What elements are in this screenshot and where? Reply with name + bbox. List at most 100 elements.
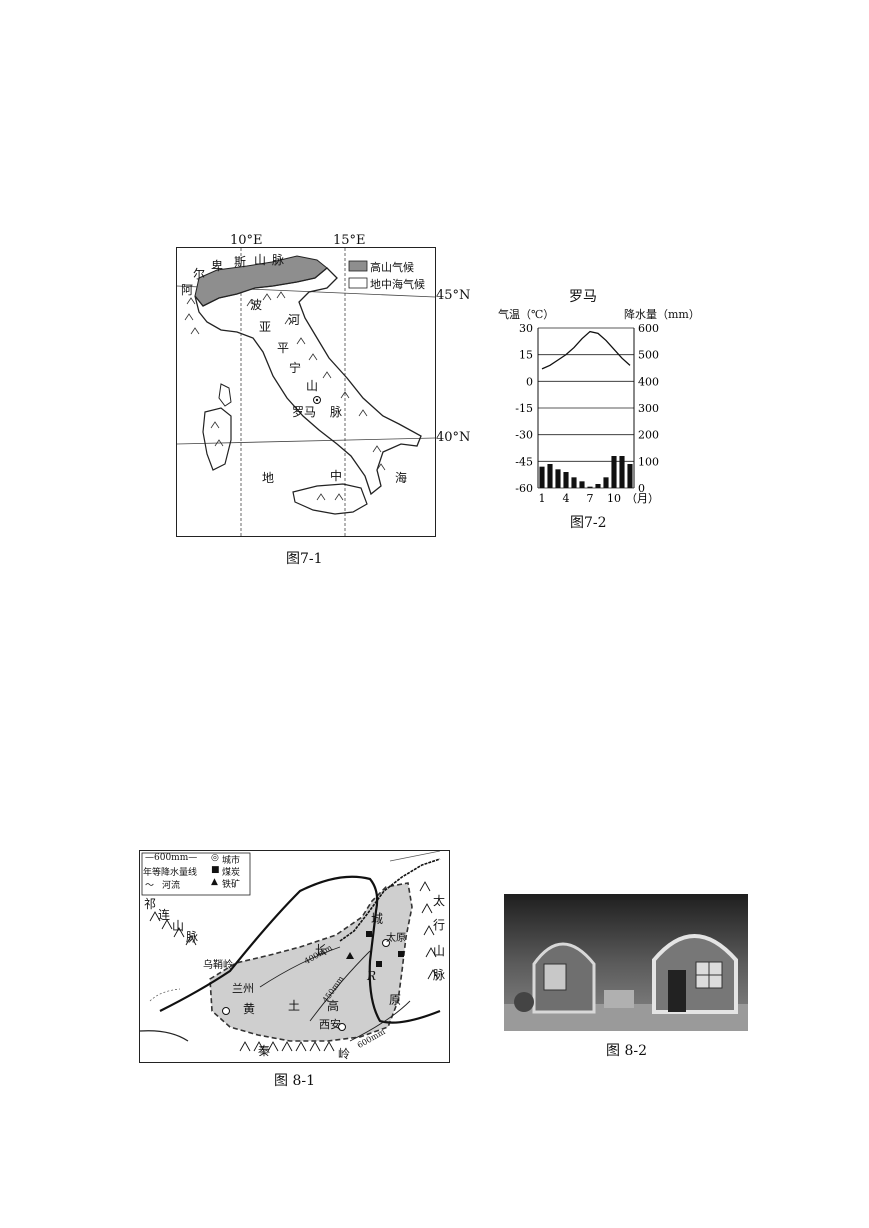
left-tick-label: -15 bbox=[515, 402, 533, 415]
corsica-outline bbox=[218, 383, 232, 407]
precip-bar bbox=[587, 486, 593, 488]
right-tick-label: 200 bbox=[638, 429, 659, 442]
mountain-marks bbox=[184, 291, 386, 501]
legend-river-symbol: 〜 bbox=[145, 881, 155, 891]
left-tick-label: 15 bbox=[519, 349, 533, 362]
month-tick-label: 10 bbox=[607, 492, 621, 505]
italy-map-graphic bbox=[176, 248, 436, 536]
month-tick-label: 7 bbox=[587, 492, 594, 505]
legend-isohyet-label: 年等降水量线 bbox=[143, 868, 198, 878]
label-po-1: 波 bbox=[250, 298, 263, 312]
left-tick-label: -45 bbox=[515, 455, 533, 468]
parallel-40n bbox=[176, 437, 436, 445]
right-axis-label: 降水量（mm） bbox=[624, 308, 700, 321]
climate-chart-title: 罗马 bbox=[569, 289, 597, 305]
label-alps-2: 尔 bbox=[193, 267, 206, 281]
isohyet-400 bbox=[259, 946, 341, 988]
label-alps-6: 脉 bbox=[272, 253, 285, 267]
fig7-1-caption: 图7-1 bbox=[286, 551, 323, 567]
label-po-2: 河 bbox=[288, 313, 301, 327]
city-lanzhou bbox=[222, 1007, 230, 1015]
label-river-r: R bbox=[367, 969, 377, 983]
precip-bar bbox=[619, 456, 625, 488]
isohyet-450 bbox=[309, 950, 371, 1022]
label-rome: 罗马 bbox=[292, 405, 317, 419]
italy-peninsula-outline bbox=[194, 267, 422, 496]
label-qilian-1: 祁 bbox=[144, 897, 157, 911]
label-loess-4: 原 bbox=[389, 993, 402, 1007]
label-med-2: 中 bbox=[330, 469, 343, 483]
legend-iron-symbol: ▲ bbox=[211, 877, 218, 887]
sicily-outline bbox=[292, 483, 368, 515]
legend-alpine-label: 高山气候 bbox=[370, 261, 414, 274]
label-apennines-5: 脉 bbox=[330, 405, 343, 419]
right-tick-label: 300 bbox=[638, 402, 659, 415]
left-axis-label: 气温（℃） bbox=[498, 308, 555, 321]
label-qilian-4: 脉 bbox=[186, 930, 199, 944]
legend-iron-label: 铁矿 bbox=[222, 880, 241, 890]
label-taihang-4: 脉 bbox=[433, 968, 446, 982]
fig8-1-map bbox=[139, 850, 450, 1063]
label-taiyuan: 太原 bbox=[386, 933, 406, 944]
label-apennines-4: 山 bbox=[306, 379, 319, 393]
iron-marker bbox=[346, 952, 354, 959]
yellow-river bbox=[159, 875, 441, 1024]
left-tick-label: 0 bbox=[526, 375, 533, 388]
label-alps-1: 阿 bbox=[181, 283, 194, 297]
precip-bar bbox=[547, 464, 553, 488]
precip-bar bbox=[539, 466, 545, 488]
isohyet-600 bbox=[349, 1000, 411, 1042]
precip-bar bbox=[579, 481, 585, 488]
month-tick-label: 4 bbox=[563, 492, 570, 505]
left-tick-label: 30 bbox=[519, 322, 533, 335]
label-lanzhou: 兰州 bbox=[232, 982, 254, 995]
precip-bar bbox=[563, 472, 569, 488]
coal-marker bbox=[398, 951, 404, 957]
label-loess-1: 黄 bbox=[243, 1002, 256, 1016]
coal-marker bbox=[376, 961, 382, 967]
month-unit-label: （月） bbox=[626, 492, 659, 505]
fig7-1-lat-label-45: 45°N bbox=[436, 288, 471, 303]
label-alps-3: 卑 bbox=[211, 259, 224, 273]
label-med-1: 地 bbox=[262, 471, 275, 485]
loess-map-graphic bbox=[140, 851, 441, 1052]
label-qilian-2: 连 bbox=[158, 908, 171, 922]
fig7-2-caption: 图7-2 bbox=[570, 515, 607, 531]
fig7-1-lon-label-15: 15°E bbox=[333, 233, 366, 248]
cave-dwelling-photo bbox=[504, 894, 748, 1031]
label-great-wall-2: 城 bbox=[371, 912, 384, 926]
label-qinling-1: 秦 bbox=[258, 1044, 271, 1058]
mountain-symbols bbox=[149, 881, 439, 1052]
label-qinling-2: 岭 bbox=[338, 1047, 351, 1061]
fig7-1-lat-label-40: 40°N bbox=[436, 430, 471, 445]
legend-isohyet-symbol: —600mm— bbox=[145, 853, 198, 863]
sardinia-outline bbox=[202, 407, 232, 471]
label-apennines-2: 平 bbox=[277, 341, 290, 355]
precip-bar bbox=[571, 477, 577, 488]
label-taihang-3: 山 bbox=[433, 944, 446, 958]
fig7-1-map bbox=[176, 247, 436, 537]
great-wall bbox=[339, 858, 441, 942]
legend-coal-symbol: ■ bbox=[211, 865, 220, 875]
label-apennines-1: 亚 bbox=[259, 320, 272, 334]
label-loess-2: 土 bbox=[288, 999, 301, 1013]
label-apennines-3: 宁 bbox=[289, 361, 302, 375]
legend-city-symbol: ◎ bbox=[211, 853, 219, 863]
legend-river-label: 河流 bbox=[162, 881, 181, 891]
fig8-2-caption: 图 8-2 bbox=[606, 1043, 647, 1059]
legend-mediterranean-swatch bbox=[348, 277, 368, 289]
temperature-line bbox=[541, 330, 631, 370]
left-tick-label: -60 bbox=[515, 482, 533, 495]
precip-bar bbox=[603, 477, 609, 488]
coal-marker bbox=[366, 931, 372, 937]
label-alps-4: 斯 bbox=[234, 255, 247, 269]
legend-coal-label: 煤炭 bbox=[222, 868, 241, 878]
right-tick-label: 400 bbox=[638, 375, 659, 388]
label-great-wall-1: 长 bbox=[315, 943, 328, 957]
legend-mediterranean-label: 地中海气候 bbox=[370, 278, 425, 291]
cave-dwelling-illustration bbox=[504, 894, 748, 1031]
right-tick-label: 500 bbox=[638, 349, 659, 362]
precip-bar bbox=[627, 464, 633, 488]
right-tick-label: 0 bbox=[638, 482, 645, 495]
